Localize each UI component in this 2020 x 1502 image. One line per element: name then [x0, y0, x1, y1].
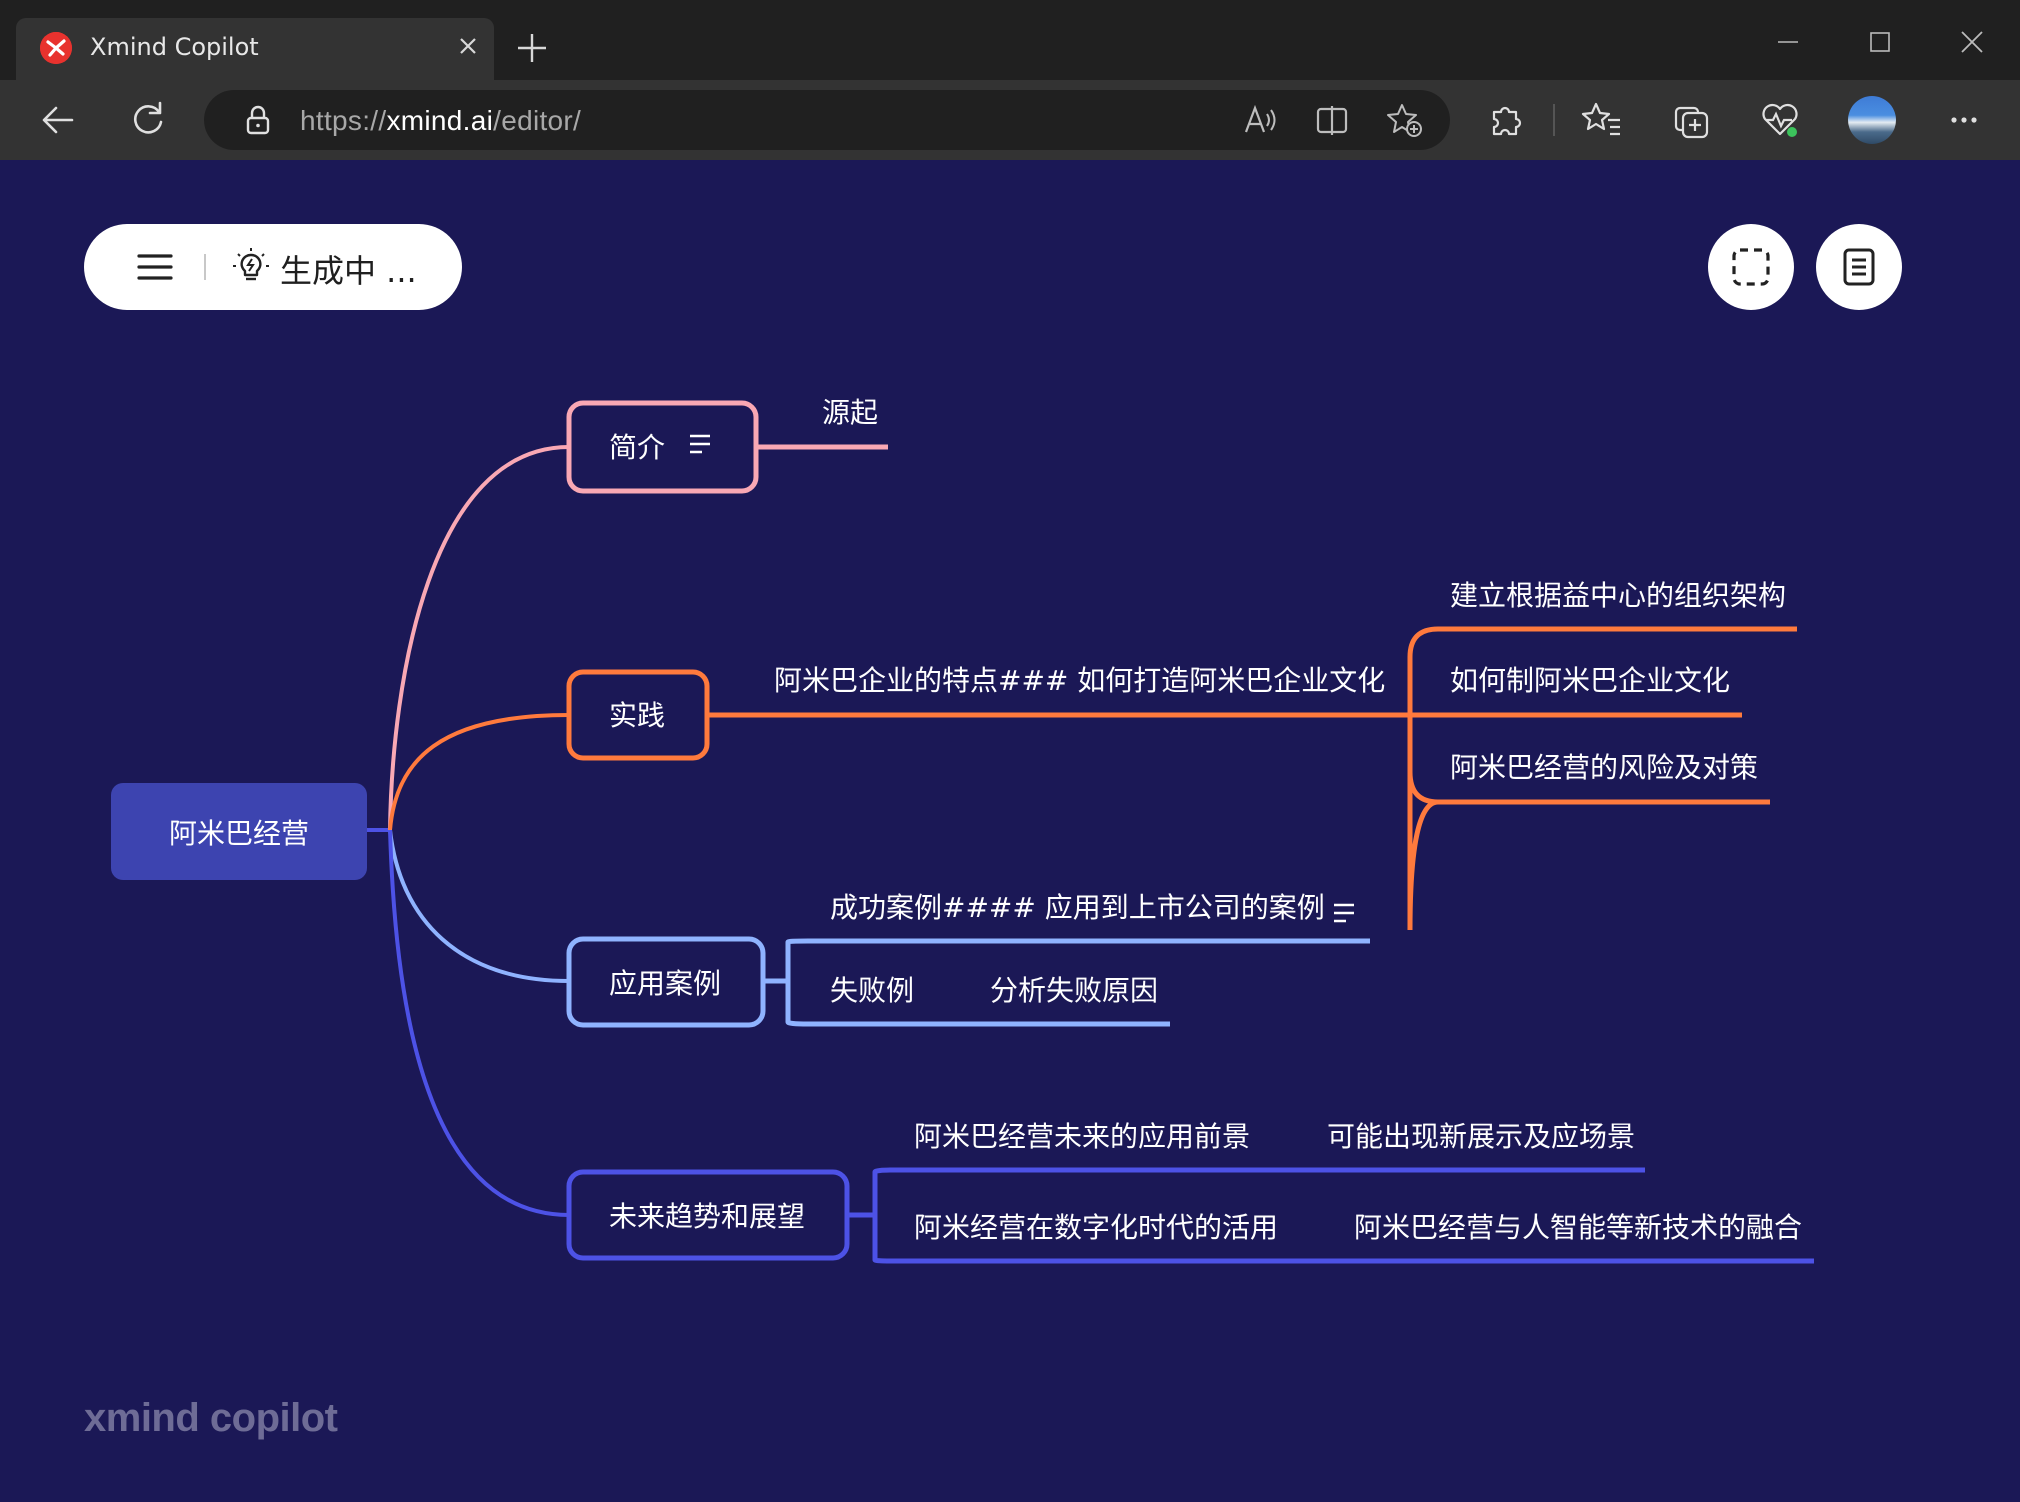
- read-aloud-icon[interactable]: [1240, 100, 1280, 140]
- mind-map: 阿米巴经营 简介 源起 实践 阿米巴企业的特点### 如何打造阿米巴企业文化 建…: [111, 396, 1814, 1264]
- connector-future: [388, 829, 570, 1217]
- add-favorite-icon[interactable]: [1384, 100, 1424, 140]
- note-icon[interactable]: [1334, 903, 1354, 923]
- topic-org-structure[interactable]: 建立根据益中心的组织架构: [1450, 579, 1786, 612]
- pill-divider: [204, 254, 206, 280]
- close-window-icon[interactable]: [1942, 20, 2002, 64]
- split-screen-icon[interactable]: [1312, 100, 1352, 140]
- document-icon: [1838, 246, 1880, 288]
- topic-culture[interactable]: 如何制阿米巴企业文化: [1450, 664, 1730, 697]
- tab-title: Xmind Copilot: [90, 33, 259, 61]
- refresh-icon[interactable]: [126, 98, 170, 142]
- topic-practice-traits[interactable]: 阿米巴企业的特点### 如何打造阿米巴企业文化: [774, 664, 1385, 697]
- new-tab-icon[interactable]: [512, 28, 552, 68]
- editor-toolbar-pill: 生成中 ...: [84, 224, 462, 310]
- topic-risks[interactable]: 阿米巴经营的风险及对策: [1450, 751, 1758, 784]
- xmind-copilot-watermark: xmind copilot: [84, 1396, 338, 1440]
- url-text: https://xmind.ai/editor/: [300, 105, 581, 137]
- topic-origin[interactable]: 源起: [822, 396, 878, 429]
- root-node[interactable]: 阿米巴经营: [111, 783, 367, 880]
- editor-canvas: 生成中 ... 阿米巴经营: [0, 160, 2020, 1502]
- topic-digital-era[interactable]: 阿米经营在数字化时代的活用: [914, 1211, 1278, 1244]
- select-area-button[interactable]: [1708, 224, 1794, 310]
- branch-label-future: 未来趋势和展望: [609, 1200, 805, 1233]
- profile-avatar[interactable]: [1848, 96, 1896, 144]
- connector-cases: [388, 829, 570, 983]
- lightbulb-icon: [230, 246, 272, 288]
- generation-status: 生成中 ...: [280, 252, 417, 290]
- url-host: xmind.ai: [386, 105, 494, 136]
- outline-view-button[interactable]: [1816, 224, 1902, 310]
- branch-node-future[interactable]: 未来趋势和展望: [566, 1169, 850, 1261]
- topic-failure-cases[interactable]: 失败例: [830, 974, 914, 1007]
- maximize-icon[interactable]: [1850, 20, 1910, 64]
- branch-node-practice[interactable]: 实践: [566, 669, 710, 761]
- address-bar[interactable]: https://xmind.ai/editor/: [204, 90, 1450, 150]
- more-options-icon[interactable]: [1942, 98, 1986, 142]
- branch-label-practice: 实践: [609, 699, 665, 732]
- root-label: 阿米巴经营: [169, 817, 309, 850]
- branch-node-cases[interactable]: 应用案例: [566, 936, 766, 1028]
- xmind-logo-icon: [40, 32, 72, 64]
- browser-essentials-icon[interactable]: [1758, 98, 1802, 142]
- connector-intro: [388, 445, 570, 831]
- connector-practice: [388, 713, 570, 831]
- branch-node-intro[interactable]: 简介: [566, 400, 759, 494]
- topic-new-scenarios[interactable]: 可能出现新展示及应场景: [1327, 1120, 1635, 1153]
- back-arrow-icon[interactable]: [36, 98, 80, 142]
- topic-future-prospects[interactable]: 阿米巴经营未来的应用前景: [914, 1120, 1250, 1153]
- url-path: /editor/: [493, 105, 582, 136]
- minimize-icon[interactable]: [1758, 20, 1818, 64]
- url-scheme: https://: [300, 105, 387, 136]
- topic-failure-analysis[interactable]: 分析失败原因: [990, 974, 1158, 1007]
- collections-icon[interactable]: [1670, 98, 1714, 142]
- topic-success-cases[interactable]: 成功案例#### 应用到上市公司的案例: [830, 891, 1325, 924]
- extensions-icon[interactable]: [1484, 98, 1528, 142]
- branch-label-intro: 简介: [609, 431, 665, 464]
- branch-label-cases: 应用案例: [609, 967, 721, 1000]
- note-icon[interactable]: [690, 434, 710, 454]
- tab-bar: Xmind Copilot: [0, 0, 2020, 80]
- tab-close-icon[interactable]: [452, 30, 484, 62]
- tab-xmind-copilot[interactable]: Xmind Copilot: [16, 18, 494, 80]
- topic-ai-fusion[interactable]: 阿米巴经营与人智能等新技术的融合: [1354, 1211, 1802, 1244]
- dashed-frame-icon: [1730, 246, 1772, 288]
- toolbar-divider: [1553, 104, 1555, 136]
- browser-toolbar: https://xmind.ai/editor/: [0, 80, 2020, 160]
- hamburger-menu-icon[interactable]: [136, 248, 174, 286]
- favorites-icon[interactable]: [1580, 98, 1624, 142]
- lock-icon[interactable]: [238, 100, 278, 140]
